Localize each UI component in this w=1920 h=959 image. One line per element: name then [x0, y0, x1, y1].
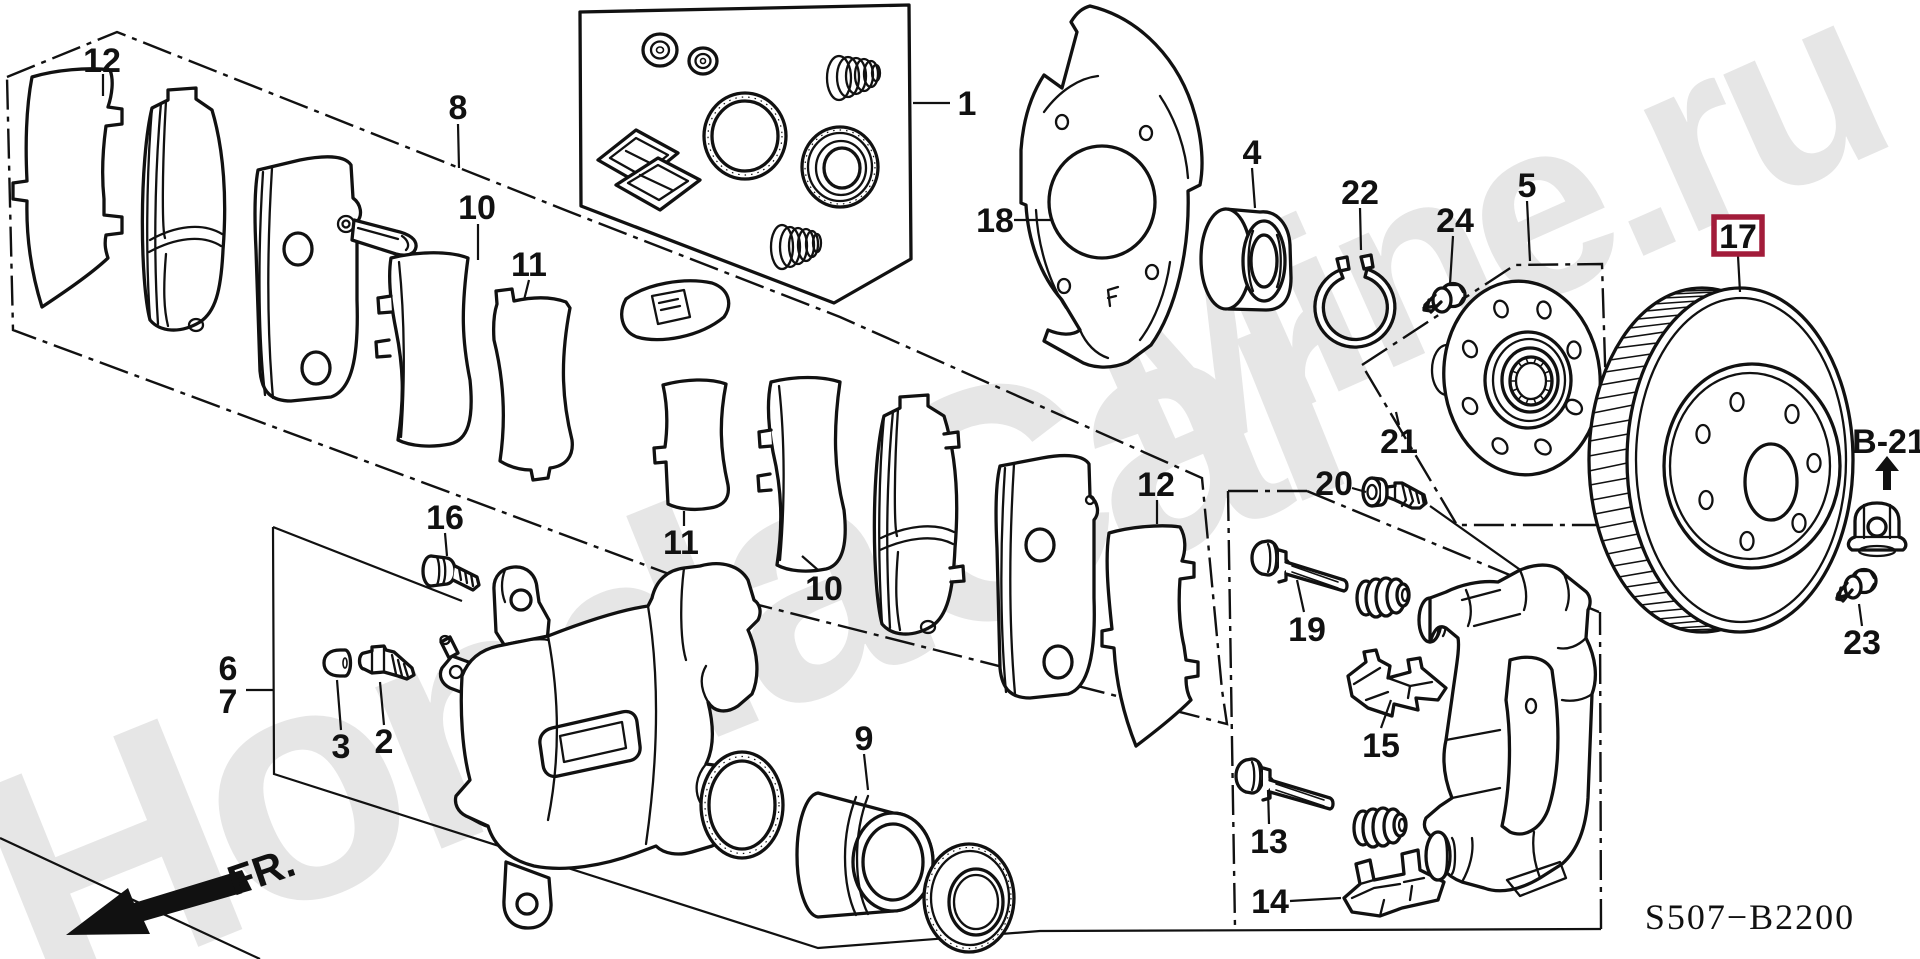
svg-text:11: 11 [511, 246, 547, 284]
svg-text:7: 7 [219, 683, 238, 721]
svg-text:20: 20 [1315, 465, 1353, 503]
svg-text:3: 3 [332, 728, 351, 766]
svg-text:4: 4 [1243, 134, 1262, 172]
svg-text:24: 24 [1436, 202, 1474, 240]
svg-text:8: 8 [449, 89, 468, 127]
svg-text:10: 10 [805, 570, 843, 608]
svg-text:9: 9 [855, 720, 874, 758]
svg-text:2: 2 [375, 723, 394, 761]
svg-text:21: 21 [1380, 423, 1418, 461]
svg-text:15: 15 [1362, 727, 1400, 765]
svg-text:S507−B2200: S507−B2200 [1645, 897, 1855, 937]
svg-text:12: 12 [1137, 466, 1175, 504]
svg-text:B-21: B-21 [1852, 423, 1920, 461]
svg-text:19: 19 [1288, 611, 1326, 649]
svg-text:10: 10 [458, 189, 496, 227]
svg-text:11: 11 [663, 524, 699, 562]
svg-text:22: 22 [1341, 174, 1379, 212]
svg-text:16: 16 [426, 499, 464, 537]
svg-text:18: 18 [976, 202, 1014, 240]
svg-text:12: 12 [83, 42, 121, 80]
svg-text:5: 5 [1518, 167, 1537, 205]
svg-text:14: 14 [1251, 883, 1289, 921]
svg-text:17: 17 [1719, 218, 1757, 256]
svg-text:23: 23 [1843, 624, 1881, 662]
svg-text:6: 6 [219, 650, 238, 688]
svg-text:13: 13 [1250, 823, 1288, 861]
svg-text:1: 1 [958, 85, 977, 123]
